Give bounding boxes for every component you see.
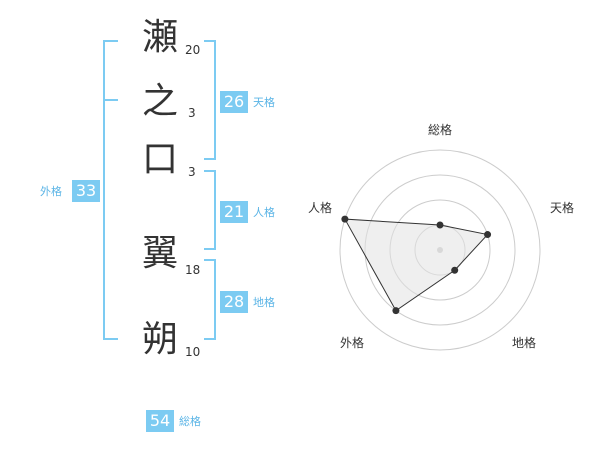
stroke-count-3: 3 bbox=[188, 165, 196, 179]
stroke-count-4: 18 bbox=[185, 263, 201, 277]
name-char-4: 翼 bbox=[141, 233, 178, 274]
tenkaku-bracket bbox=[204, 40, 216, 160]
tenkaku-label: 天格 bbox=[253, 96, 275, 109]
name-char-1: 瀬 bbox=[141, 17, 178, 58]
radar-point-5 bbox=[341, 215, 349, 223]
name-char-2: 之 bbox=[141, 81, 178, 122]
radar-point-1 bbox=[436, 221, 444, 229]
tenkaku-value: 26 bbox=[220, 91, 248, 113]
jinkaku-label: 人格 bbox=[253, 206, 275, 219]
chikaku-label: 地格 bbox=[253, 296, 275, 309]
stroke-count-1: 20 bbox=[185, 43, 201, 57]
stroke-count-5: 10 bbox=[185, 345, 201, 359]
chikaku-bracket bbox=[204, 259, 216, 340]
radar-polygon bbox=[344, 218, 489, 312]
stroke-count-2: 3 bbox=[188, 106, 196, 120]
gaikaku-value: 33 bbox=[72, 180, 100, 202]
radar-axis-label-4: 外格 bbox=[340, 335, 364, 350]
radar-axis-label-3: 地格 bbox=[512, 335, 536, 350]
radar-axis-label-5: 人格 bbox=[308, 200, 332, 215]
jinkaku-bracket bbox=[204, 170, 216, 250]
radar-axis-label-1: 総格 bbox=[428, 122, 452, 137]
gaikaku-bracket bbox=[103, 40, 118, 340]
radar-axis-label-2: 天格 bbox=[550, 200, 574, 215]
radar-point-3 bbox=[451, 266, 459, 274]
soukaku-label: 総格 bbox=[179, 415, 201, 428]
soukaku-value: 54 bbox=[146, 410, 174, 432]
radar-point-2 bbox=[484, 231, 492, 239]
gaikaku-label: 外格 bbox=[40, 185, 62, 198]
name-char-5: 朔 bbox=[141, 319, 178, 360]
jinkaku-value: 21 bbox=[220, 201, 248, 223]
chikaku-value: 28 bbox=[220, 291, 248, 313]
radar-point-4 bbox=[392, 307, 400, 315]
name-char-3: 口 bbox=[141, 139, 178, 180]
